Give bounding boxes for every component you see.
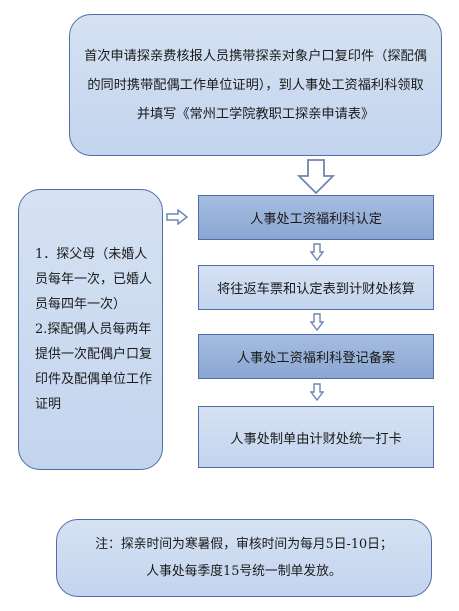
step-label: 将往返车票和认定表到计财处核算 bbox=[217, 282, 415, 297]
down-arrow-small-icon bbox=[310, 383, 324, 401]
note-box: 注：探亲时间为寒暑假，审核时间为每月5日-10日； 人事处每季度15号统一制单发… bbox=[56, 519, 432, 597]
note-line-1: 注：探亲时间为寒暑假，审核时间为每月5日-10日； bbox=[95, 537, 393, 552]
side-note-item-spouse: 2.探配偶人员每两年提供一次配偶户口复印件及配偶单位工作证明 bbox=[35, 322, 153, 412]
application-instruction-box: 首次申请探亲费核报人员携带探亲对象户口复印件（探配偶的同时携带配偶工作单位证明）… bbox=[69, 14, 442, 156]
step-label: 人事处工资福利科认定 bbox=[250, 212, 382, 227]
step-label: 人事处工资福利科登记备案 bbox=[236, 351, 396, 366]
down-arrow-small-icon bbox=[310, 313, 324, 331]
down-arrow-large-icon bbox=[297, 159, 335, 195]
side-note-item-parents: 1．探父母（未婚人员每年一次，已婚人员每四年一次） bbox=[35, 247, 153, 312]
notes-side-box: 1．探父母（未婚人员每年一次，已婚人员每四年一次） 2.探配偶人员每两年提供一次… bbox=[18, 189, 163, 470]
step-wage-welfare-confirm: 人事处工资福利科认定 bbox=[198, 195, 434, 240]
step-finance-accounting: 将往返车票和认定表到计财处核算 bbox=[198, 265, 434, 310]
step-payment-card: 人事处制单由计财处统一打卡 bbox=[198, 406, 434, 468]
right-arrow-icon bbox=[166, 209, 188, 225]
application-instruction-text: 首次申请探亲费核报人员携带探亲对象户口复印件（探配偶的同时携带配偶工作单位证明）… bbox=[84, 48, 427, 122]
note-line-2: 人事处每季度15号统一制单发放。 bbox=[146, 564, 342, 579]
step-registration-filing: 人事处工资福利科登记备案 bbox=[198, 334, 434, 379]
down-arrow-small-icon bbox=[310, 243, 324, 261]
step-label: 人事处制单由计财处统一打卡 bbox=[230, 431, 402, 447]
